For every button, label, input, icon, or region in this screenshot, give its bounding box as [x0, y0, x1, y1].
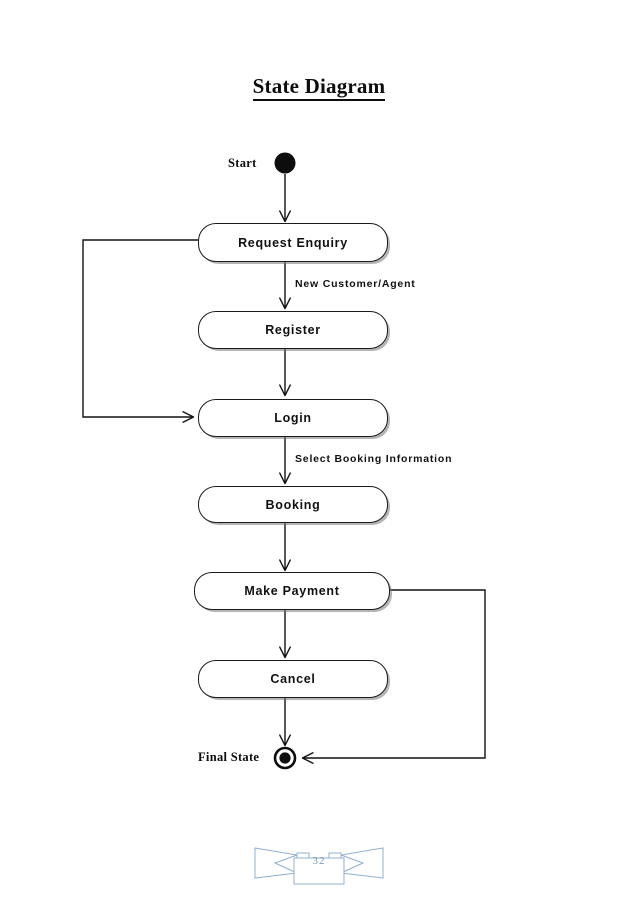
- state-register-label: Register: [265, 323, 321, 337]
- page-title-text: State Diagram: [252, 74, 386, 101]
- state-request-enquiry-label: Request Enquiry: [238, 235, 348, 250]
- transition-request-enquiry-to-login-loop: [82, 239, 198, 423]
- state-login[interactable]: Login: [198, 399, 388, 437]
- edge-label-new-customer-agent: New Customer/Agent: [295, 278, 416, 290]
- state-cancel[interactable]: Cancel: [198, 660, 388, 698]
- ribbon-graphic: [254, 847, 384, 885]
- edge-label-select-booking-information: Select Booking Information: [295, 453, 453, 465]
- ribbon-left-tail: [254, 847, 299, 879]
- state-booking[interactable]: Booking: [198, 486, 388, 523]
- final-node-inner-dot: [279, 752, 291, 764]
- state-register[interactable]: Register: [198, 311, 388, 349]
- transition-make-payment-to-final-state-loop: [301, 589, 486, 764]
- state-request-enquiry[interactable]: Request Enquiry: [198, 223, 388, 262]
- state-booking-label: Booking: [265, 497, 321, 512]
- state-make-payment-label: Make Payment: [244, 584, 340, 598]
- final-node-label: Final State: [198, 750, 260, 764]
- ribbon-center-plate: [293, 857, 345, 885]
- page-number-text: 32: [312, 855, 326, 867]
- state-login-label: Login: [274, 411, 312, 425]
- start-node-label: Start: [228, 156, 257, 170]
- page-title: State Diagram: [0, 74, 638, 101]
- ribbon-right-tail: [339, 847, 384, 879]
- start-node-circle: [274, 152, 296, 174]
- page-number-ribbon: 32: [253, 836, 385, 890]
- state-cancel-label: Cancel: [270, 672, 316, 686]
- state-make-payment[interactable]: Make Payment: [194, 572, 390, 610]
